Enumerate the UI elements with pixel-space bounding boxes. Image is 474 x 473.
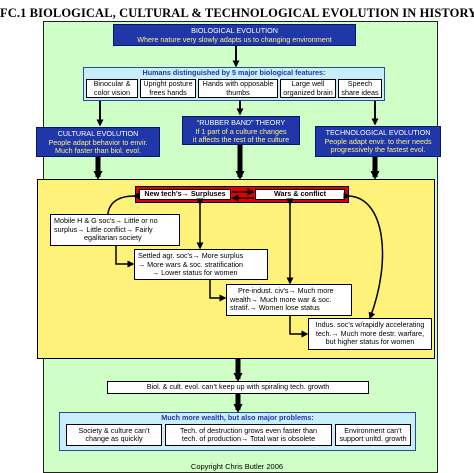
rubber-band-box: “RUBBER BAND” THEORY If 1 part of a cult…	[182, 116, 300, 145]
stage-line: stratif.→ Women lose status	[230, 303, 320, 312]
arrow-stage3-to-4	[289, 316, 309, 338]
problem-line: Environment can’t	[344, 425, 402, 435]
features-heading: Humans distinguished by 5 major biologic…	[142, 68, 326, 77]
problems-heading: Much more wealth, but also major problem…	[161, 413, 314, 422]
stage-line: → More wars & soc. stratification	[138, 259, 244, 269]
technological-evolution-line: progressively the fastest evol.	[330, 145, 426, 154]
stage-line: → Lower status for women	[152, 268, 238, 277]
arrow-stage2-to-3	[209, 280, 227, 302]
copyright: Copyright Chris Butler 2006	[190, 462, 284, 471]
stage-line: Mobile H & G soc's→ Little or no	[54, 216, 158, 225]
stage-settled-agriculture: Settled agr. soc's→ More surplus → More …	[134, 249, 268, 280]
stage-line: Indus. soc's w/rapidly accelerating	[315, 320, 425, 329]
stage-line: Settled agr. soc's→ More surplus	[138, 251, 244, 260]
problem-line: Society & culture can’t	[78, 425, 150, 435]
feature-item: Large well organized brain	[280, 79, 336, 98]
feature-item: Upright posture frees hands	[140, 79, 196, 98]
stage-hunter-gatherer: Mobile H & G soc's→ Little or no surplus…	[50, 214, 180, 246]
feature-item: Binocular & color vision	[86, 79, 138, 98]
stage-line: but higher status for women	[325, 337, 415, 346]
stage-line: wealth→ Much more war & soc.	[230, 294, 332, 304]
technological-evolution-box: TECHNOLOGICAL EVOLUTION People adapt env…	[315, 126, 441, 157]
cultural-evolution-line: People adapt behavior to envir.	[48, 137, 148, 147]
page-title: FC.1 BIOLOGICAL, CULTURAL & TECHNOLOGICA…	[0, 6, 474, 20]
rubber-band-line: If 1 part of a culture changes	[195, 126, 287, 136]
problem-line: tech. of production→ Total war is obsole…	[181, 434, 316, 443]
problem-line: Tech. of destruction grows even faster t…	[179, 425, 318, 435]
cycle-right-text: Wars & conflict	[273, 189, 327, 199]
rubber-band-line: it affects the rest of the culture	[192, 135, 290, 144]
stage-line: egalitarian society	[84, 233, 142, 242]
technological-evolution-heading: TECHNOLOGICAL EVOLUTION	[325, 128, 431, 137]
biological-evolution-box: BIOLOGICAL EVOLUTION Where nature very s…	[113, 24, 356, 46]
feature-label: Hands with opposable thumbs	[202, 79, 274, 97]
cycle-left-text: New tech's→ Surpluses	[144, 189, 226, 199]
feature-label: Binocular & color vision	[93, 79, 131, 97]
cultural-evolution-box: CULTURAL EVOLUTION People adapt behavior…	[36, 127, 160, 157]
arrow-stage1-to-2	[115, 246, 135, 268]
feature-label: Large well organized brain	[283, 79, 333, 97]
stage-pre-industrial: Pre-indust. civ's→ Much more wealth→ Muc…	[226, 284, 352, 316]
stage-line: surplus→ Little conflict→ Fairly	[54, 224, 153, 234]
feature-item: Speech share ideas	[338, 79, 382, 98]
feature-label: Upright posture frees hands	[143, 79, 193, 97]
problem-item: Environment can’t support unltd. growth	[335, 424, 411, 446]
rubber-band-heading: “RUBBER BAND” THEORY	[196, 118, 286, 127]
arrow-feedback-left	[107, 192, 140, 215]
biological-evolution-subtitle: Where nature very slowly adapts us to ch…	[137, 34, 332, 44]
problem-line: change as quickly	[85, 434, 143, 443]
stage-line: tech.→ Much more destr. warfare,	[315, 328, 425, 338]
feature-label: Speech share ideas	[341, 79, 379, 97]
problem-line: support unltd. growth	[339, 434, 407, 443]
arrow-feedback-right	[343, 192, 384, 320]
technological-evolution-line: People adapt envir. to their needs	[324, 136, 432, 146]
cultural-evolution-line: Much faster than biol. evol.	[55, 146, 141, 155]
feature-item: Hands with opposable thumbs	[198, 79, 278, 98]
cultural-evolution-heading: CULTURAL EVOLUTION	[57, 129, 139, 138]
spiraling-growth-text: Biol. & cult. evol. can’t keep up with s…	[146, 382, 330, 392]
problem-item: Society & culture can’t change as quickl…	[66, 424, 162, 446]
stage-line: Pre-indust. civ's→ Much more	[238, 286, 334, 295]
biological-evolution-heading: BIOLOGICAL EVOLUTION	[191, 26, 278, 35]
problem-item: Tech. of destruction grows even faster t…	[165, 424, 332, 446]
